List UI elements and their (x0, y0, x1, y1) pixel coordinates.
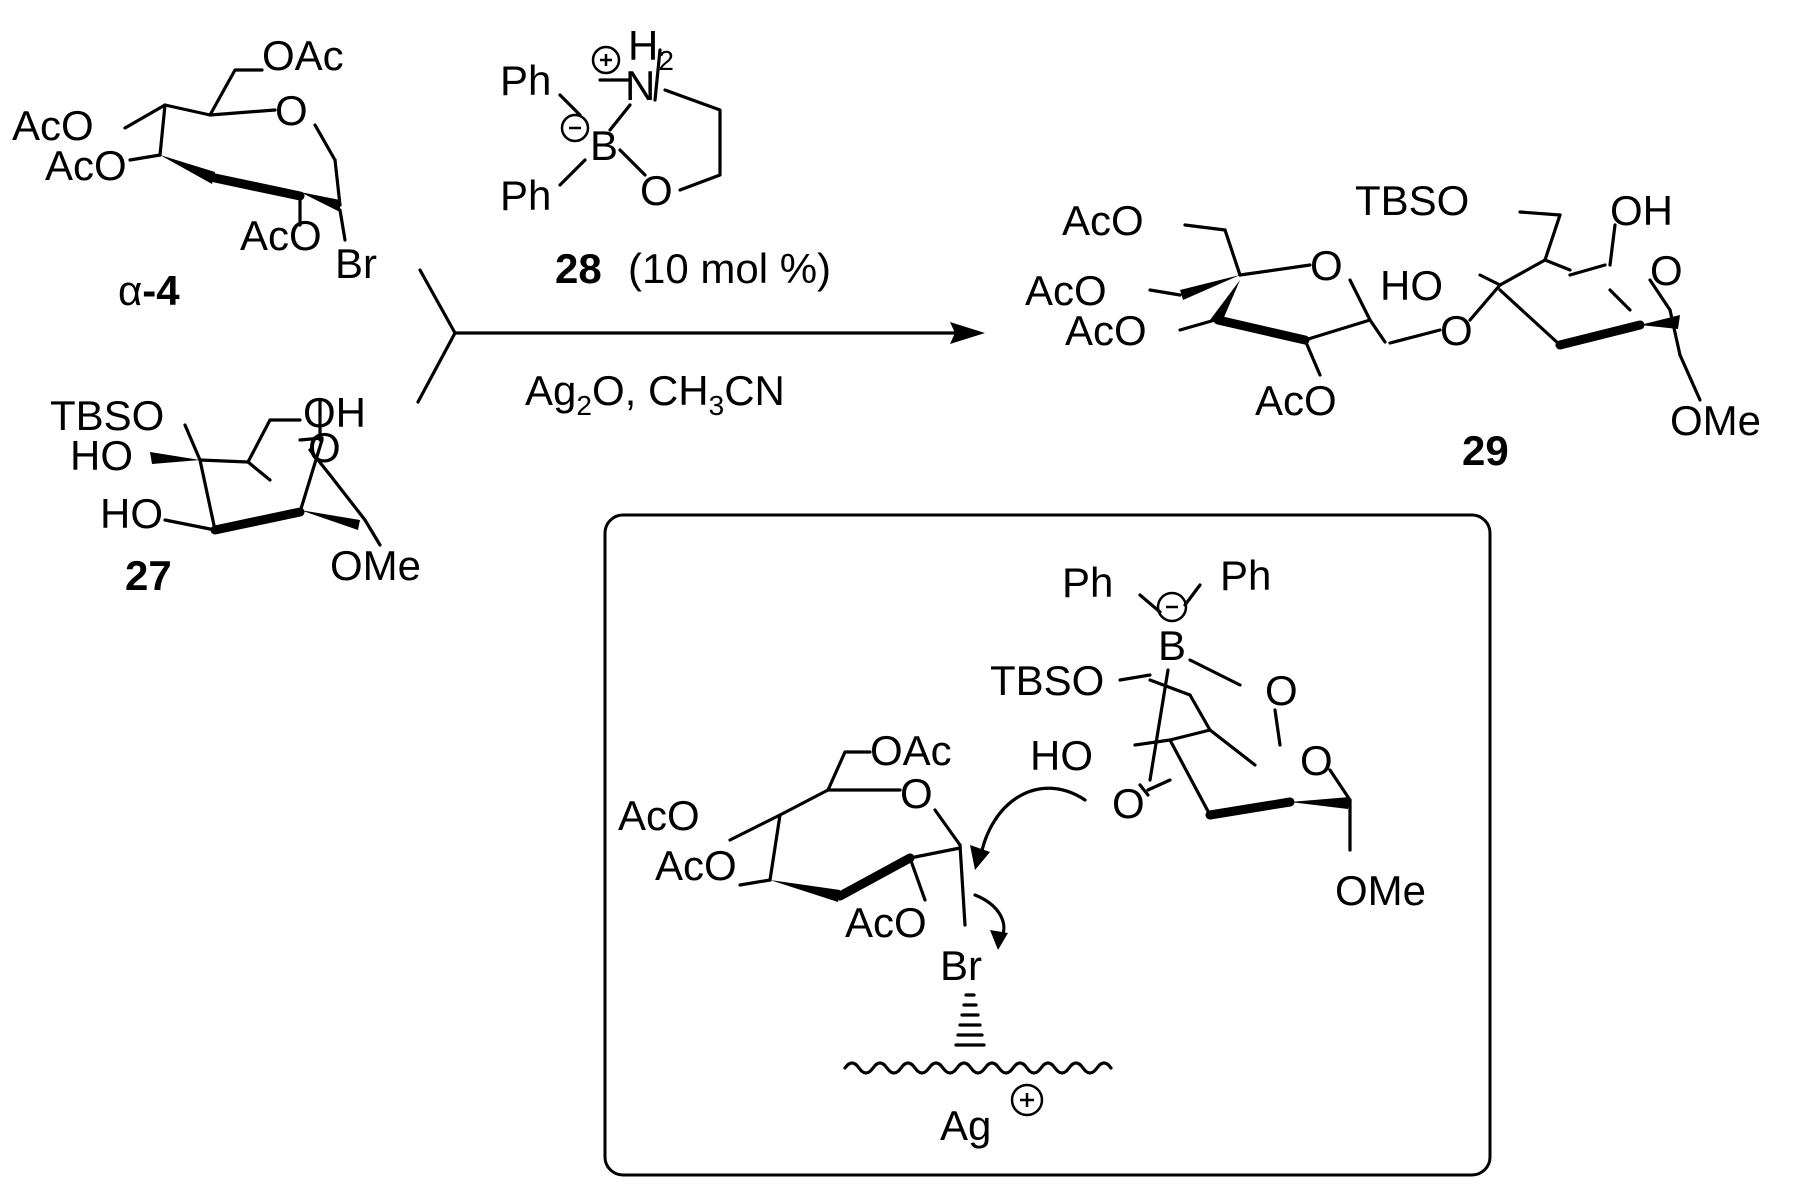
nucleophilic-attack-arrow (978, 786, 1087, 862)
b-label: B (590, 122, 618, 169)
h-label: H2 (628, 22, 674, 76)
oh-label: OH (1610, 187, 1673, 234)
aco-label-2: AcO (845, 899, 927, 946)
ho-label: HO (1380, 262, 1443, 309)
o-label-upper: O (1265, 667, 1298, 714)
ag-label: Ag (940, 1102, 991, 1149)
ring-oxygen-label: O (1300, 737, 1333, 784)
glycosidic-oxygen-label: O (1440, 307, 1473, 354)
compound-27-structure: TBSO OH O HO HO OMe 27 (50, 389, 421, 599)
ring-oxygen-label-2: O (1650, 247, 1683, 294)
oh-label: OH (303, 389, 366, 436)
ring-oxygen-label: O (900, 770, 933, 817)
minus-charge-icon (1156, 591, 1188, 623)
catalyst-loading-label: (10 mol %) (628, 245, 831, 292)
aco-label-3: AcO (655, 842, 737, 889)
mechanism-boronate-acceptor: Ph Ph B O TBSO O HO O OMe (990, 552, 1426, 914)
aco-label-2: AcO (240, 212, 322, 259)
n-label: N (625, 62, 655, 109)
ring-oxygen-label: O (1310, 242, 1343, 289)
compound-label-alpha-4: α-4 (118, 267, 180, 314)
ome-label: OMe (1670, 397, 1761, 444)
plus-charge-icon (1010, 1083, 1044, 1117)
tbso-label: TBSO (990, 657, 1104, 704)
conditions-label: Ag2O, CH3CN (525, 367, 785, 421)
o-label: O (640, 167, 673, 214)
minus-charge-icon (560, 113, 590, 143)
compound-label-27: 27 (125, 552, 172, 599)
aco-label-3: AcO (45, 142, 127, 189)
compound-label-29: 29 (1462, 427, 1509, 474)
aco-label-4: AcO (618, 792, 700, 839)
ho-label: HO (1030, 732, 1093, 779)
mechanism-glycosyl-donor: OAc O AcO AcO AcO Br Ag (618, 727, 1113, 1149)
mechanism-box (603, 513, 1492, 1177)
aco-label-2prime: AcO (1255, 377, 1337, 424)
ome-label: OMe (1335, 867, 1426, 914)
tbso-label: TBSO (1355, 177, 1469, 224)
aco-label-3prime: AcO (1065, 307, 1147, 354)
ph-label-right: Ph (1220, 552, 1271, 599)
compound-alpha-4-structure: OAc O AcO AcO AcO Br α-4 (12, 32, 377, 314)
oac-label: OAc (262, 32, 344, 79)
br-label: Br (940, 942, 982, 989)
compound-label-28: 28 (555, 245, 602, 292)
br-label: Br (335, 240, 377, 287)
ring-oxygen-label: O (308, 424, 341, 471)
oac-label: OAc (870, 727, 952, 774)
ph-label-top: Ph (500, 57, 551, 104)
compound-29-structure: AcO O AcO AcO AcO O TBSO OH HO O OMe 29 (1025, 177, 1761, 474)
plus-charge-icon (591, 45, 621, 75)
aco-label-4prime: AcO (1025, 267, 1107, 314)
tbso-label: TBSO (50, 392, 164, 439)
compound-28-structure: H2 N B O Ph Ph 28 (10 mol %) (500, 22, 831, 292)
aco-label-6prime: AcO (1062, 197, 1144, 244)
ph-label-bottom: Ph (500, 172, 551, 219)
silver-surface-wavy-line (843, 1061, 1113, 1075)
ring-oxygen-label: O (275, 87, 308, 134)
reaction-arrow (416, 268, 985, 404)
ome-label: OMe (330, 542, 421, 589)
ho-label-3: HO (100, 490, 163, 537)
ph-label-left: Ph (1062, 559, 1113, 606)
o-label-lower: O (1112, 780, 1145, 827)
ho-label-4: HO (70, 432, 133, 479)
aco-label-4: AcO (12, 102, 94, 149)
ag-coordination-dashes (954, 993, 986, 1047)
b-label: B (1158, 622, 1186, 669)
